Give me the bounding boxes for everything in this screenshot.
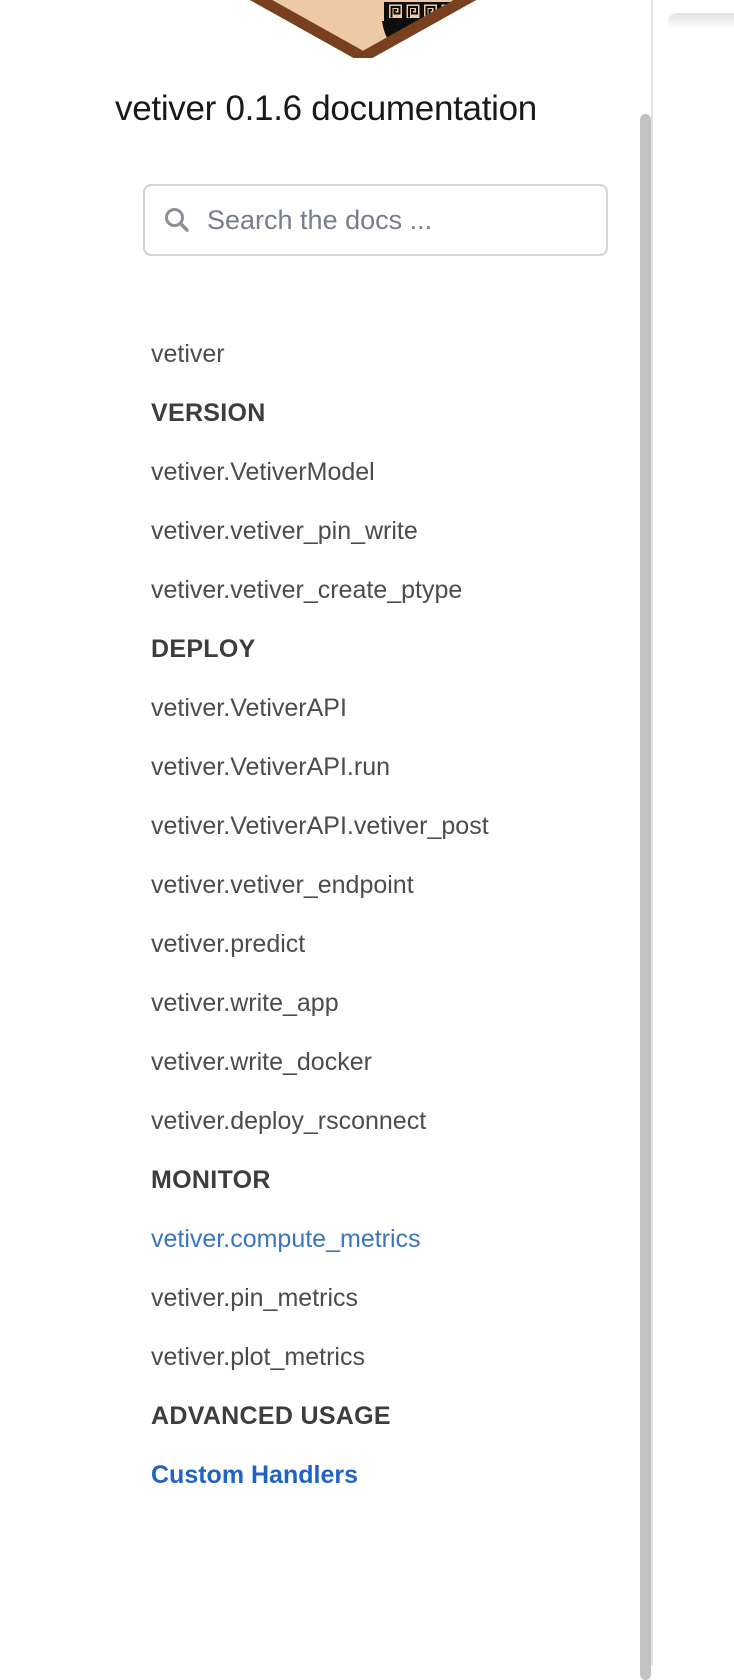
nav-link[interactable]: vetiver.vetiver_pin_write — [151, 517, 418, 545]
nav-item: vetiver.VetiverAPI.run — [151, 750, 608, 784]
nav-link[interactable]: vetiver.pin_metrics — [151, 1284, 359, 1312]
nav-caption: VERSION — [151, 399, 266, 427]
nav-item: vetiver.VetiverModel — [151, 455, 608, 489]
nav-link[interactable]: vetiver.VetiverAPI.vetiver_post — [151, 812, 489, 840]
nav-link[interactable]: vetiver.VetiverAPI.run — [151, 753, 391, 781]
nav-item: vetiver.predict — [151, 927, 608, 961]
vetiver-logo[interactable] — [232, 0, 490, 58]
nav-link[interactable]: vetiver.compute_metrics — [151, 1225, 421, 1253]
nav-link[interactable]: vetiver.predict — [151, 930, 306, 958]
nav-link[interactable]: vetiver.write_app — [151, 989, 339, 1017]
nav-link[interactable]: vetiver.plot_metrics — [151, 1343, 365, 1371]
nav-link[interactable]: vetiver — [151, 340, 225, 368]
nav-caption: ADVANCED USAGE — [151, 1402, 391, 1430]
nav-item: vetiver.vetiver_pin_write — [151, 514, 608, 548]
nav-caption: MONITOR — [151, 1166, 271, 1194]
nav-link[interactable]: vetiver.deploy_rsconnect — [151, 1107, 427, 1135]
nav-item: vetiver.VetiverAPI.vetiver_post — [151, 809, 608, 843]
search-icon — [163, 206, 191, 234]
search-box — [143, 184, 608, 256]
main-content-edge — [653, 0, 734, 1666]
nav-link[interactable]: vetiver.write_docker — [151, 1048, 372, 1076]
sidebar-main-divider — [651, 0, 653, 1666]
nav-item: vetiver.plot_metrics — [151, 1340, 608, 1374]
nav-item: vetiver.deploy_rsconnect — [151, 1104, 608, 1138]
nav-link[interactable]: vetiver.VetiverModel — [151, 458, 375, 486]
logo-row — [0, 0, 652, 58]
nav-item: vetiver.write_docker — [151, 1045, 608, 1079]
nav-item: vetiver.write_app — [151, 986, 608, 1020]
site-title[interactable]: vetiver 0.1.6 documentation — [115, 89, 537, 128]
content-top-shadow — [668, 13, 734, 30]
nav-link[interactable]: vetiver.VetiverAPI — [151, 694, 347, 722]
nav-caption: DEPLOY — [151, 635, 256, 663]
nav-item: vetiver.compute_metrics — [151, 1222, 608, 1256]
nav-item: vetiver.vetiver_create_ptype — [151, 573, 608, 607]
nav-item: vetiver — [151, 337, 608, 371]
search-input[interactable] — [205, 203, 588, 237]
nav-item: vetiver.vetiver_endpoint — [151, 868, 608, 902]
nav-link[interactable]: vetiver.vetiver_create_ptype — [151, 576, 463, 604]
sidebar-scrollbar-thumb[interactable] — [640, 114, 651, 1680]
nav-item: Custom Handlers — [151, 1458, 608, 1492]
nav-item: vetiver.VetiverAPI — [151, 691, 608, 725]
sidebar: vetiver 0.1.6 documentation vetiverVERSI… — [0, 0, 652, 1492]
nav-item: vetiver.pin_metrics — [151, 1281, 608, 1315]
nav-link[interactable]: Custom Handlers — [151, 1461, 358, 1489]
nav-link[interactable]: vetiver.vetiver_endpoint — [151, 871, 414, 899]
